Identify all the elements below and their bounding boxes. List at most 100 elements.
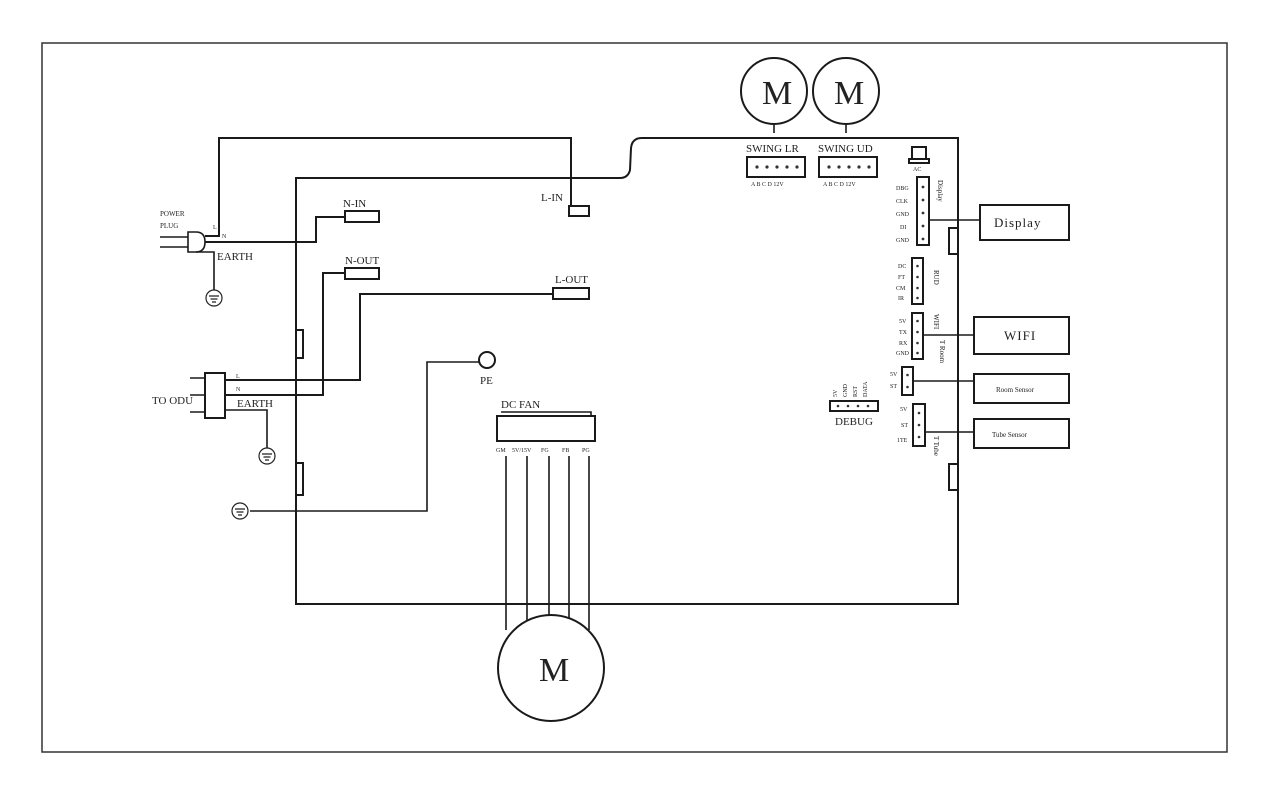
pe-label: PE <box>480 375 493 387</box>
wifi-pin-label: RX <box>899 341 908 347</box>
ground-icon <box>205 289 223 307</box>
n-in-connector <box>344 210 380 223</box>
odu-n-label: N <box>236 387 241 393</box>
wire-l-in <box>205 137 572 237</box>
earth-top-label: EARTH <box>217 251 253 263</box>
rud-pin-label: DC <box>898 264 906 270</box>
n-out-label: N-OUT <box>345 255 379 267</box>
rud-pin-label: FT <box>898 275 905 281</box>
odu-terminal-leads <box>190 377 205 413</box>
wifi-box <box>973 316 1070 355</box>
room-pin-label: 5V <box>890 372 898 378</box>
t-room-label: T Room <box>938 340 946 364</box>
board-tab <box>948 227 959 255</box>
plug-l-label: L <box>213 225 217 231</box>
t-tube-label: T Tube <box>932 436 940 456</box>
room-sensor-box-label: Room Sensor <box>996 386 1035 394</box>
tube-pin-label: 1TE <box>897 438 908 444</box>
wire-plug-earth <box>196 251 215 290</box>
n-in-label: N-IN <box>343 198 366 210</box>
diagram-frame <box>41 42 1228 753</box>
ground-icon <box>258 447 276 465</box>
fuse-base <box>908 158 930 164</box>
swing-lr-motor-letter: M <box>762 75 792 112</box>
display-pin-label: DBG <box>896 186 909 192</box>
fuse-label: AC <box>913 167 921 173</box>
rud-pins <box>916 264 919 300</box>
display-pin-label: CLK <box>896 199 909 205</box>
odu-terminal <box>204 372 226 419</box>
debug-pin-label: RST <box>853 386 859 397</box>
wire-n-in <box>205 216 345 243</box>
power-plug-label-2: PLUG <box>160 222 178 230</box>
fan-wires <box>505 456 590 630</box>
fan-pin-label: 5V/15V <box>512 448 532 454</box>
tube-sensor-box-label: Tube Sensor <box>992 431 1028 439</box>
board-tab <box>295 329 304 359</box>
debug-pins <box>836 404 870 408</box>
room-sensor-connector <box>901 366 914 396</box>
dc-fan-connector <box>496 415 596 442</box>
fuse-component <box>911 146 927 160</box>
debug-pin-label: 5V <box>833 389 839 397</box>
room-sensor-pins <box>906 373 909 389</box>
pe-terminal <box>478 351 496 369</box>
display-box-label: Display <box>994 215 1041 230</box>
debug-connector <box>829 400 879 412</box>
swing-lr-pin-labels: A B C D 12V <box>751 182 784 188</box>
display-pin-label: GND <box>896 238 910 244</box>
display-pin-label: DI <box>900 225 906 231</box>
tube-sensor-pins <box>917 411 921 439</box>
tube-sensor-box <box>973 418 1070 449</box>
swing-ud-pin-labels: A B C D 12V <box>823 182 856 188</box>
fan-pin-label: PG <box>582 448 590 454</box>
room-sensor-box <box>973 373 1070 404</box>
wifi-box-label: WIFI <box>1004 328 1036 343</box>
board-tab <box>295 462 304 496</box>
tube-pin-label: 5V <box>900 407 908 413</box>
power-plug-label: POWER <box>160 210 185 218</box>
fan-pin-label: FG <box>541 448 549 454</box>
swing-ud-pins <box>827 165 871 169</box>
wifi-conn-label: WIFI <box>932 314 940 330</box>
board-tab <box>948 463 959 491</box>
wifi-connector <box>911 312 924 360</box>
swing-lr-pins <box>755 165 799 169</box>
l-out-connector <box>552 287 590 300</box>
n-out-connector <box>344 267 380 280</box>
debug-pin-label: GND <box>843 383 849 397</box>
l-in-label: L-IN <box>541 192 563 204</box>
rud-pin-label: CM <box>896 286 906 292</box>
wire-l-out <box>225 293 553 381</box>
wifi-pin-label: GND <box>896 351 910 357</box>
display-pin-label: GND <box>896 212 910 218</box>
rud-pin-label: IR <box>898 296 904 302</box>
fan-motor-letter: M <box>539 652 569 689</box>
fan-motor <box>497 614 605 722</box>
tube-pin-label: ST <box>901 423 908 429</box>
odu-l-label: L <box>236 374 240 380</box>
l-out-label: L-OUT <box>555 274 588 286</box>
ground-icon <box>231 502 249 520</box>
swing-ud-label: SWING UD <box>818 143 873 155</box>
wifi-pin-label: 5V <box>899 319 907 325</box>
debug-label: DEBUG <box>835 416 873 428</box>
wire-n-out <box>225 272 345 396</box>
to-odu-label: TO ODU <box>152 395 193 407</box>
earth-odu-label: EARTH <box>237 398 273 410</box>
debug-pin-label: DATA <box>863 381 869 397</box>
display-box <box>979 204 1070 241</box>
swing-ud-motor-letter: M <box>834 75 864 112</box>
wire-odu-earth <box>225 409 268 448</box>
display-pins <box>921 185 925 241</box>
fan-pin-label: FB <box>562 448 569 454</box>
fan-pin-label: GM <box>496 448 506 454</box>
display-conn-label: Display <box>936 180 944 202</box>
l-in-connector <box>568 205 590 217</box>
dc-fan-label: DC FAN <box>501 399 540 411</box>
main-board <box>295 137 959 605</box>
room-pin-label: ST <box>890 384 897 390</box>
wifi-pins <box>916 319 919 355</box>
swing-motor-leads <box>773 124 847 133</box>
